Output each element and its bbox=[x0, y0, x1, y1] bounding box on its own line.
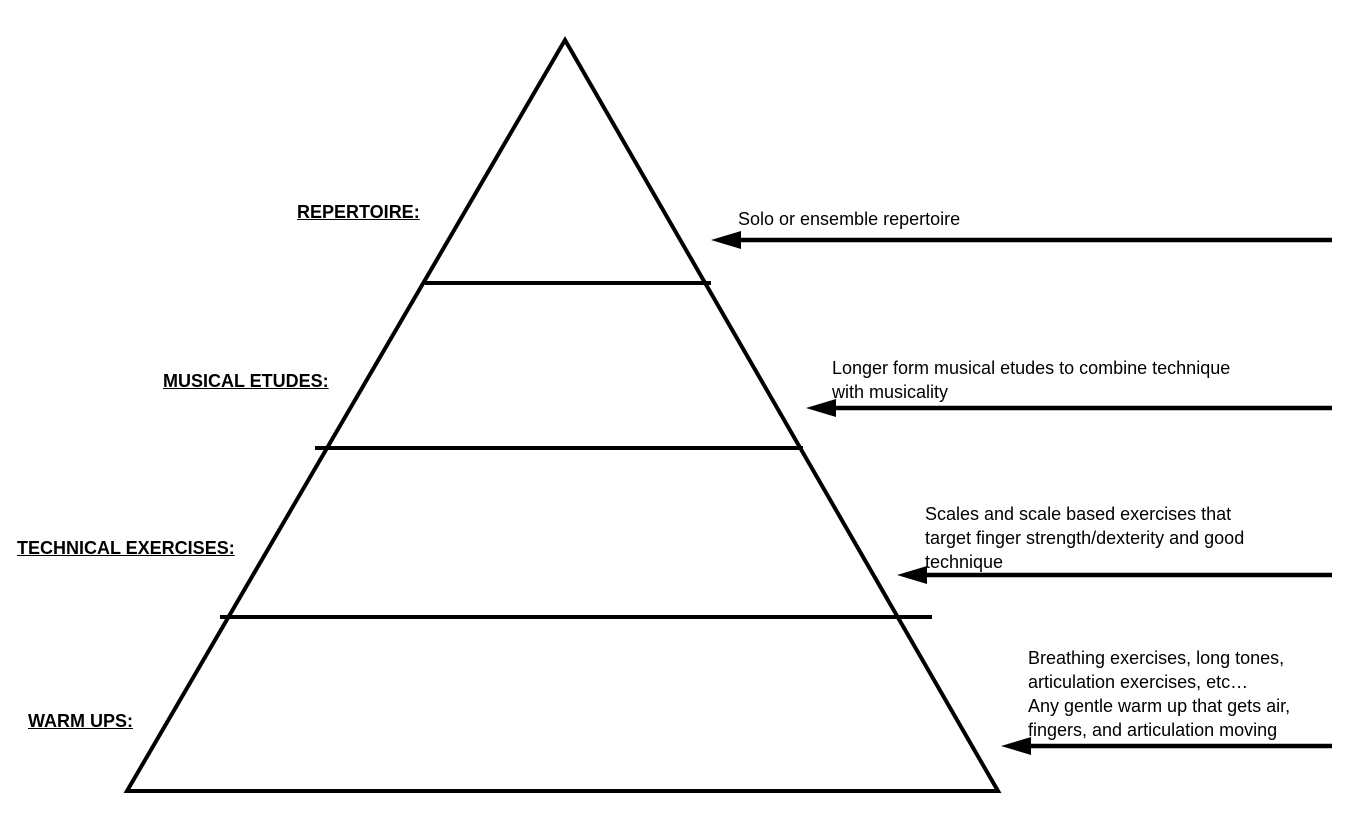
annotation-arrow-musical-etudes bbox=[806, 399, 1332, 417]
annotation-line: Breathing exercises, long tones, bbox=[1028, 648, 1285, 668]
annotation-musical-etudes: Longer form musical etudes to combine te… bbox=[832, 356, 1230, 404]
annotation-line: target finger strength/dexterity and goo… bbox=[925, 528, 1245, 548]
annotation-line: Scales and scale based exercises that bbox=[925, 504, 1232, 524]
annotation-line: fingers, and articulation moving bbox=[1028, 720, 1278, 740]
level-label-repertoire: REPERTOIRE: bbox=[297, 202, 420, 222]
left-arrow-icon bbox=[897, 566, 927, 584]
annotation-line: technique bbox=[925, 552, 1004, 572]
annotation-arrow-repertoire bbox=[711, 231, 1332, 249]
annotation-line: Solo or ensemble repertoire bbox=[738, 209, 961, 229]
annotation-repertoire: Solo or ensemble repertoire bbox=[738, 207, 960, 231]
left-arrow-icon bbox=[1001, 737, 1031, 755]
left-arrow-icon bbox=[806, 399, 836, 417]
annotation-technical-exercises: Scales and scale based exercises that ta… bbox=[925, 502, 1244, 574]
pyramid-outline bbox=[123, 36, 1002, 793]
annotation-arrow-warm-ups bbox=[1001, 737, 1332, 755]
annotation-line: articulation exercises, etc… bbox=[1028, 672, 1249, 692]
annotation-line: Any gentle warm up that gets air, bbox=[1028, 696, 1291, 716]
annotation-arrow-technical-exercises bbox=[897, 566, 1332, 584]
left-arrow-icon bbox=[711, 231, 741, 249]
level-label-warm-ups: WARM UPS: bbox=[28, 711, 133, 731]
annotation-line: Longer form musical etudes to combine te… bbox=[832, 358, 1231, 378]
annotation-line: with musicality bbox=[832, 382, 949, 402]
level-label-musical-etudes: MUSICAL ETUDES: bbox=[163, 371, 329, 391]
annotation-warm-ups: Breathing exercises, long tones, articul… bbox=[1028, 646, 1290, 742]
level-label-technical-exercises: TECHNICAL EXERCISES: bbox=[17, 538, 235, 558]
